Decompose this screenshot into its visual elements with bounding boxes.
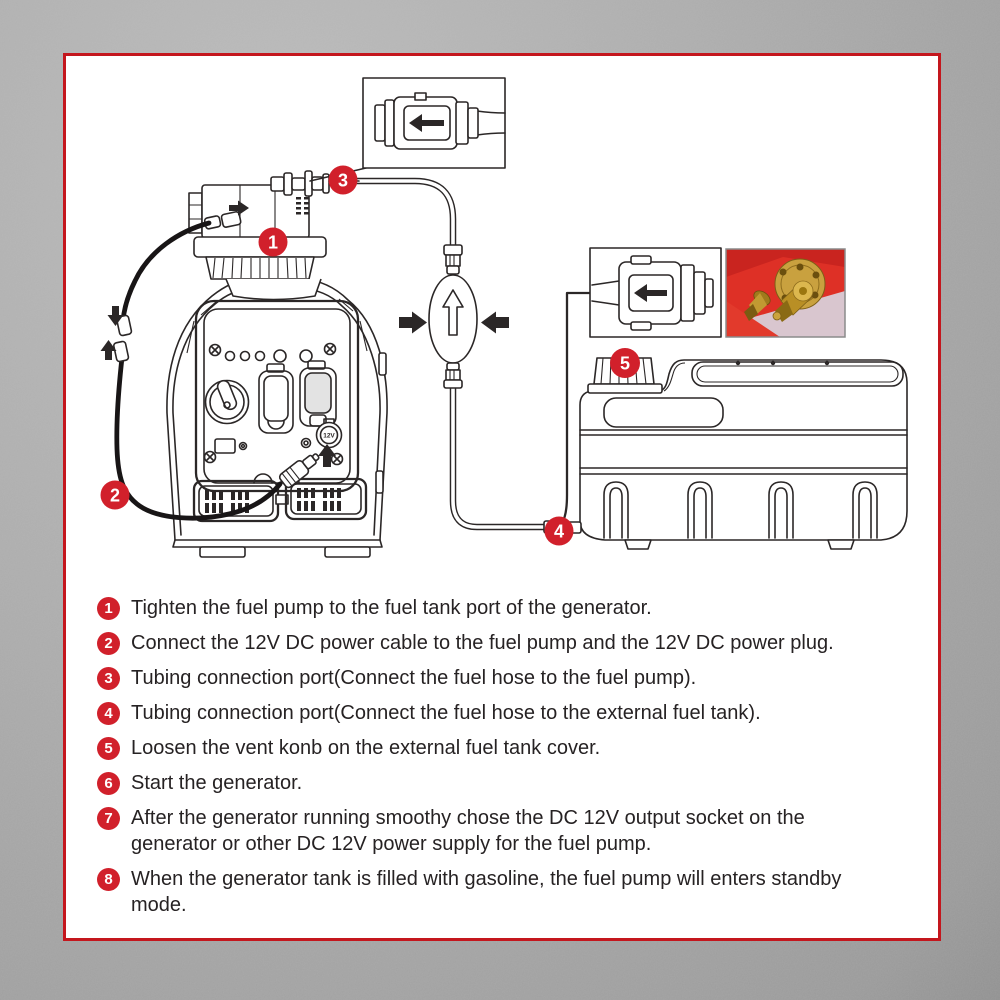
- panel-screw-icons: [203, 342, 344, 466]
- external-tank-illustration: [566, 357, 908, 550]
- step-number-badge: 4: [97, 702, 120, 725]
- callout-1: 1: [258, 227, 288, 257]
- fuel-pump-illustration: [188, 170, 360, 301]
- plug-direction-arrow-icon: [318, 444, 336, 467]
- squeeze-arrow-right-icon: [399, 311, 427, 334]
- step-text: Tubing connection port(Connect the fuel …: [131, 667, 697, 689]
- step-row-8: 8 When the generator tank is filled with…: [97, 866, 897, 918]
- step-text: Start the generator.: [131, 772, 303, 794]
- pump-vent-slots: [296, 197, 309, 215]
- svg-text:3: 3: [338, 171, 348, 191]
- step-row-2: 2 Connect the 12V DC power cable to the …: [97, 630, 897, 656]
- connector-inset-top: [309, 77, 506, 182]
- step-text: Connect the 12V DC power cable to the fu…: [131, 632, 834, 654]
- callout-5: 5: [610, 348, 640, 378]
- squeeze-arrow-left-icon: [481, 311, 509, 334]
- svg-text:4: 4: [554, 522, 564, 542]
- step-number-badge: 8: [97, 868, 120, 891]
- step-number-badge: 5: [97, 737, 120, 760]
- step-row-7: 7 After the generator running smoothy ch…: [97, 805, 897, 857]
- callout-3: 3: [328, 165, 358, 195]
- tank-fitting-photo: [725, 248, 846, 338]
- step-text: Loosen the vent konb on the external fue…: [131, 737, 601, 759]
- inset-top-arrow-left-icon: [409, 114, 444, 132]
- primer-bulb: [428, 244, 478, 389]
- vent-grille-right: [284, 477, 368, 521]
- generator-illustration: 12V: [166, 278, 388, 558]
- step-row-5: 5 Loosen the vent konb on the external f…: [97, 735, 897, 761]
- instruction-diagram: 12V: [100, 77, 908, 558]
- indicator-lights: [224, 349, 313, 363]
- dc-power-plug: [278, 453, 320, 489]
- svg-text:5: 5: [620, 354, 630, 374]
- svg-text:1: 1: [268, 233, 278, 253]
- step-row-3: 3 Tubing connection port(Connect the fue…: [97, 665, 897, 691]
- step-number-badge: 7: [97, 807, 120, 830]
- connector-arrow-down-icon: [107, 306, 124, 326]
- step-text: Tubing connection port(Connect the fuel …: [131, 702, 761, 724]
- svg-text:2: 2: [110, 486, 120, 506]
- ac-outlet-b: [299, 360, 337, 427]
- step-number-badge: 6: [97, 772, 120, 795]
- inset-right-arrow-left-icon: [634, 284, 667, 302]
- step-number-badge: 3: [97, 667, 120, 690]
- callout-2: 2: [100, 480, 130, 510]
- flow-direction-up-icon: [442, 289, 464, 336]
- engine-switch-dial: [204, 379, 250, 425]
- step-text: When the generator tank is filled with g…: [131, 868, 842, 916]
- instruction-panel: 12V: [63, 53, 941, 941]
- instruction-steps: 1 Tighten the fuel pump to the fuel tank…: [97, 595, 897, 927]
- step-text: Tighten the fuel pump to the fuel tank p…: [131, 597, 652, 619]
- step-number-badge: 2: [97, 632, 120, 655]
- step-row-6: 6 Start the generator.: [97, 770, 897, 796]
- dc-12v-socket: 12V: [315, 418, 343, 449]
- plug-in-arrow-icon: [229, 200, 249, 216]
- step-number-badge: 1: [97, 597, 120, 620]
- brass-fitting: [744, 258, 826, 322]
- callout-4: 4: [544, 516, 574, 546]
- power-cable: [100, 220, 336, 521]
- step-text: After the generator running smoothy chos…: [131, 807, 805, 855]
- connector-arrow-up-icon: [100, 340, 117, 360]
- step-row-4: 4 Tubing connection port(Connect the fue…: [97, 700, 897, 726]
- step-row-1: 1 Tighten the fuel pump to the fuel tank…: [97, 595, 897, 621]
- ac-outlet-a: [258, 363, 294, 434]
- tank-grip-channels: [603, 481, 878, 539]
- dc-socket-label: 12V: [323, 433, 335, 440]
